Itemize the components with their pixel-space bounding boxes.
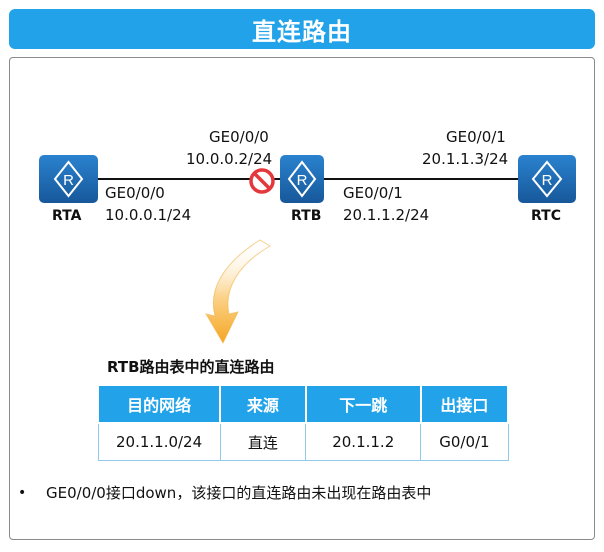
- cell-next-hop: 20.1.1.2: [305, 422, 422, 461]
- page-title: 直连路由: [9, 9, 595, 49]
- cell-out-interface: G0/0/1: [420, 422, 509, 461]
- rtb-left-port-label: GE0/0/0: [209, 128, 269, 146]
- route-table-title: RTB路由表中的直连路由: [107, 358, 275, 376]
- note: • GE0/0/0接口down，该接口的直连路由未出现在路由表中: [18, 482, 431, 503]
- header-destination: 目的网络: [96, 384, 222, 424]
- rtc-port-label: GE0/0/1: [446, 128, 506, 146]
- route-table: 目的网络 来源 下一跳 出接口 20.1.1.0/24 直连 20.1.1.2 …: [96, 384, 510, 461]
- rta-ip-label: 10.0.0.1/24: [105, 206, 192, 224]
- network-topology: R R R: [39, 155, 576, 345]
- rta-port-label: GE0/0/0: [105, 184, 165, 202]
- table-row: 20.1.1.0/24 直连 20.1.1.2 G0/0/1: [97, 422, 509, 461]
- rtc-ip-label: 20.1.1.3/24: [422, 150, 509, 168]
- header-next-hop: 下一跳: [304, 384, 422, 424]
- curved-arrow-icon: [204, 239, 271, 345]
- bullet-icon: •: [18, 484, 27, 501]
- svg-text:R: R: [63, 172, 74, 189]
- rtb-right-port-label: GE0/0/1: [343, 184, 403, 202]
- router-rtb-icon: R: [280, 155, 324, 203]
- router-rtc-icon: R: [518, 155, 576, 203]
- svg-text:R: R: [297, 172, 308, 189]
- router-name-rtb: RTB: [291, 208, 322, 224]
- cell-destination: 20.1.1.0/24: [97, 422, 221, 461]
- svg-text:R: R: [542, 172, 553, 189]
- router-name-rta: RTA: [52, 208, 82, 224]
- cell-source: 直连: [219, 422, 307, 461]
- diagram-frame: R R R RTA RTB RTC GE0/0/0 10.0.0.1/24 GE…: [9, 57, 595, 540]
- prohibited-icon: [249, 168, 275, 194]
- header-out-interface: 出接口: [419, 384, 510, 424]
- header-source: 来源: [219, 384, 307, 424]
- rtb-right-ip-label: 20.1.1.2/24: [343, 206, 430, 224]
- router-name-rtc: RTC: [531, 208, 561, 224]
- rtb-left-ip-label: 10.0.0.2/24: [186, 150, 273, 168]
- router-rta-icon: R: [39, 155, 98, 203]
- note-text: GE0/0/0接口down，该接口的直连路由未出现在路由表中: [46, 484, 432, 502]
